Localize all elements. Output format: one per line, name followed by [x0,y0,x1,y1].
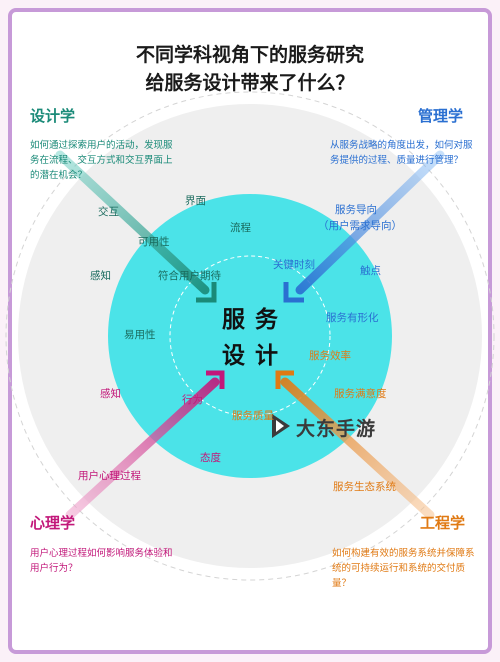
design-question: 如何通过探索用户的活动，发现服务在流程、交互方式和交互界面上的潜在机会？ [30,140,173,181]
management-question: 从服务战略的角度出发，如何对服务提供的过程、质量进行管理？ [330,140,473,166]
management-label-service-oriented: 服务导向 [335,204,377,216]
management-label-tangibility: 服务有形化 [326,312,379,324]
design-label-process: 流程 [230,222,251,234]
management-arrow [283,150,445,303]
psychology-label-behavior: 行为 [182,394,203,406]
engineering-arrow [275,370,435,520]
design-label-meet-expectation: 符合用户期待 [158,270,221,282]
play-logo-icon [272,414,290,438]
psychology-label-attitude: 态度 [200,452,221,464]
page-title: 不同学科视角下的服务研究 [135,44,364,66]
center-label-line1: 服务 [222,307,288,333]
psychology-label-mental-process: 用户心理过程 [78,470,141,482]
management-label-user-needs: （用户需求导向） [318,220,402,232]
psychology-arrow [65,370,225,520]
design-label-usability: 可用性 [138,236,170,248]
engineering-label-quality: 服务质量 [232,410,274,422]
management-label-touchpoint: 触点 [360,265,381,277]
engineering-label-efficiency: 服务效率 [309,350,351,362]
psychology-title: 心理学 [30,514,76,532]
engineering-label-satisfaction: 服务满意度 [334,388,387,400]
watermark-text: 大东手游 [296,418,377,440]
management-label-key-moment: 关键时刻 [273,259,315,271]
design-label-ease-of-use: 易用性 [124,329,156,341]
psychology-label-perception: 感知 [100,388,121,400]
engineering-title: 工程学 [420,514,466,532]
design-arrow [55,150,217,303]
center-dashed-ring [169,255,331,417]
page-subtitle: 给服务设计带来了什么？ [145,72,355,94]
psychology-question: 用户心理过程如何影响服务体验和用户行为？ [30,548,173,574]
design-label-perception: 感知 [90,270,111,282]
engineering-question: 如何构建有效的服务系统并保障系统的可持续运行和系统的交付质量？ [332,548,475,589]
design-label-interaction: 交互 [98,206,119,218]
outer-dashed-ring [5,91,495,581]
center-label-line2: 设计 [222,343,288,369]
management-title: 管理学 [418,107,464,125]
engineering-label-ecosystem: 服务生态系统 [333,481,396,493]
design-label-interface: 界面 [185,195,206,207]
design-title: 设计学 [30,107,76,125]
